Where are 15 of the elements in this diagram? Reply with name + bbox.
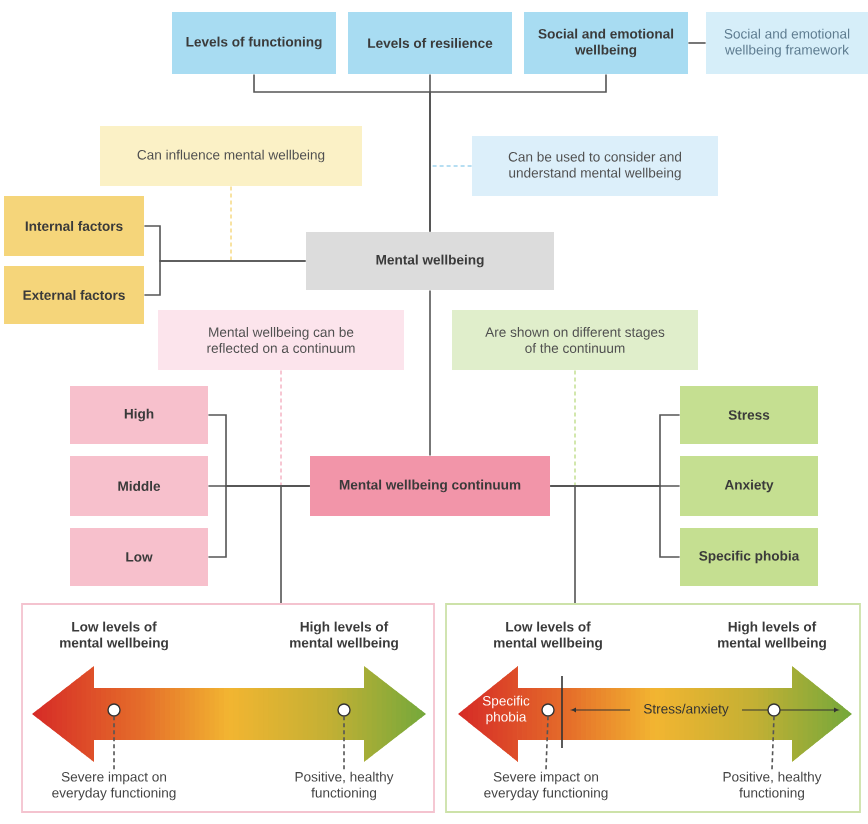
gradient-scale — [32, 666, 426, 762]
connector-line — [429, 289, 431, 457]
leader-line — [230, 185, 232, 262]
leader-line — [343, 715, 345, 771]
connector-line — [687, 42, 707, 44]
leader-line — [113, 715, 115, 771]
leader-line — [430, 165, 473, 167]
leader-line — [574, 369, 576, 487]
connector-line — [143, 260, 307, 296]
connector-line — [429, 73, 607, 233]
leader-line — [771, 715, 775, 771]
leader-line — [545, 715, 549, 771]
leader-line — [280, 369, 282, 487]
connector-line — [549, 485, 576, 604]
connector-line — [280, 485, 311, 604]
